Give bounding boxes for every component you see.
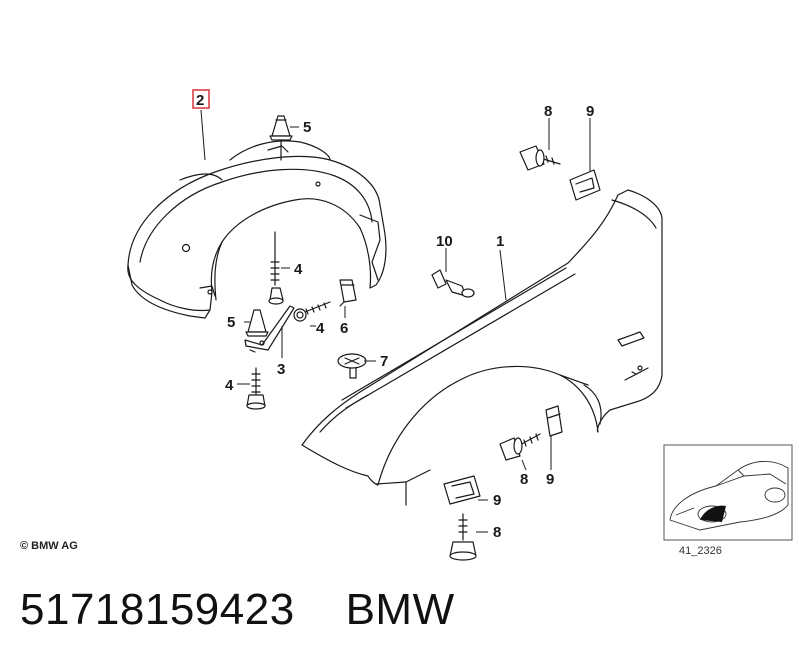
callout-2: 2 [196, 92, 204, 109]
bolt-middle [499, 433, 541, 461]
callout-5-top: 5 [303, 119, 311, 136]
callout-8-middle: 8 [520, 471, 528, 488]
bolt-top [519, 145, 561, 171]
front-fender [301, 189, 663, 506]
part-number-line: 51718159423 BMW [20, 585, 455, 634]
reference-id: 41_2326 [679, 545, 722, 557]
callout-7: 7 [380, 353, 388, 370]
reference-thumbnail [663, 444, 793, 541]
leader-lines [200, 109, 591, 533]
expanding-rivet-top [269, 115, 293, 161]
callout-8-bottom: 8 [493, 524, 501, 541]
callout-6: 6 [340, 320, 348, 337]
callout-3: 3 [277, 361, 285, 378]
callout-9-top: 9 [586, 103, 594, 120]
bracket [244, 305, 295, 353]
copyright-text: © BMW AG [20, 540, 78, 552]
clip-bottom [443, 475, 481, 505]
callout-5-lower: 5 [227, 314, 235, 331]
wheel-arch-liner [127, 140, 387, 319]
expanding-rivet-lower [245, 309, 269, 337]
callout-4-middle: 4 [316, 320, 325, 337]
screw-lower [246, 367, 266, 410]
expanding-nut [337, 353, 367, 379]
bolt-bottom [449, 513, 477, 561]
screw-middle [293, 301, 331, 322]
plastic-screw [431, 269, 475, 298]
screw-upper [268, 231, 284, 305]
clip-middle [545, 405, 563, 437]
clip-mid [339, 279, 357, 307]
callout-4-upper: 4 [294, 261, 303, 278]
callout-4-lower: 4 [225, 377, 234, 394]
callout-9-middle: 9 [546, 471, 554, 488]
clip-top [569, 169, 601, 201]
highlight-box [192, 89, 210, 109]
callout-9-bottom: 9 [493, 492, 501, 509]
callout-1: 1 [496, 233, 504, 250]
callout-10: 10 [436, 233, 453, 250]
callout-8-top: 8 [544, 103, 552, 120]
